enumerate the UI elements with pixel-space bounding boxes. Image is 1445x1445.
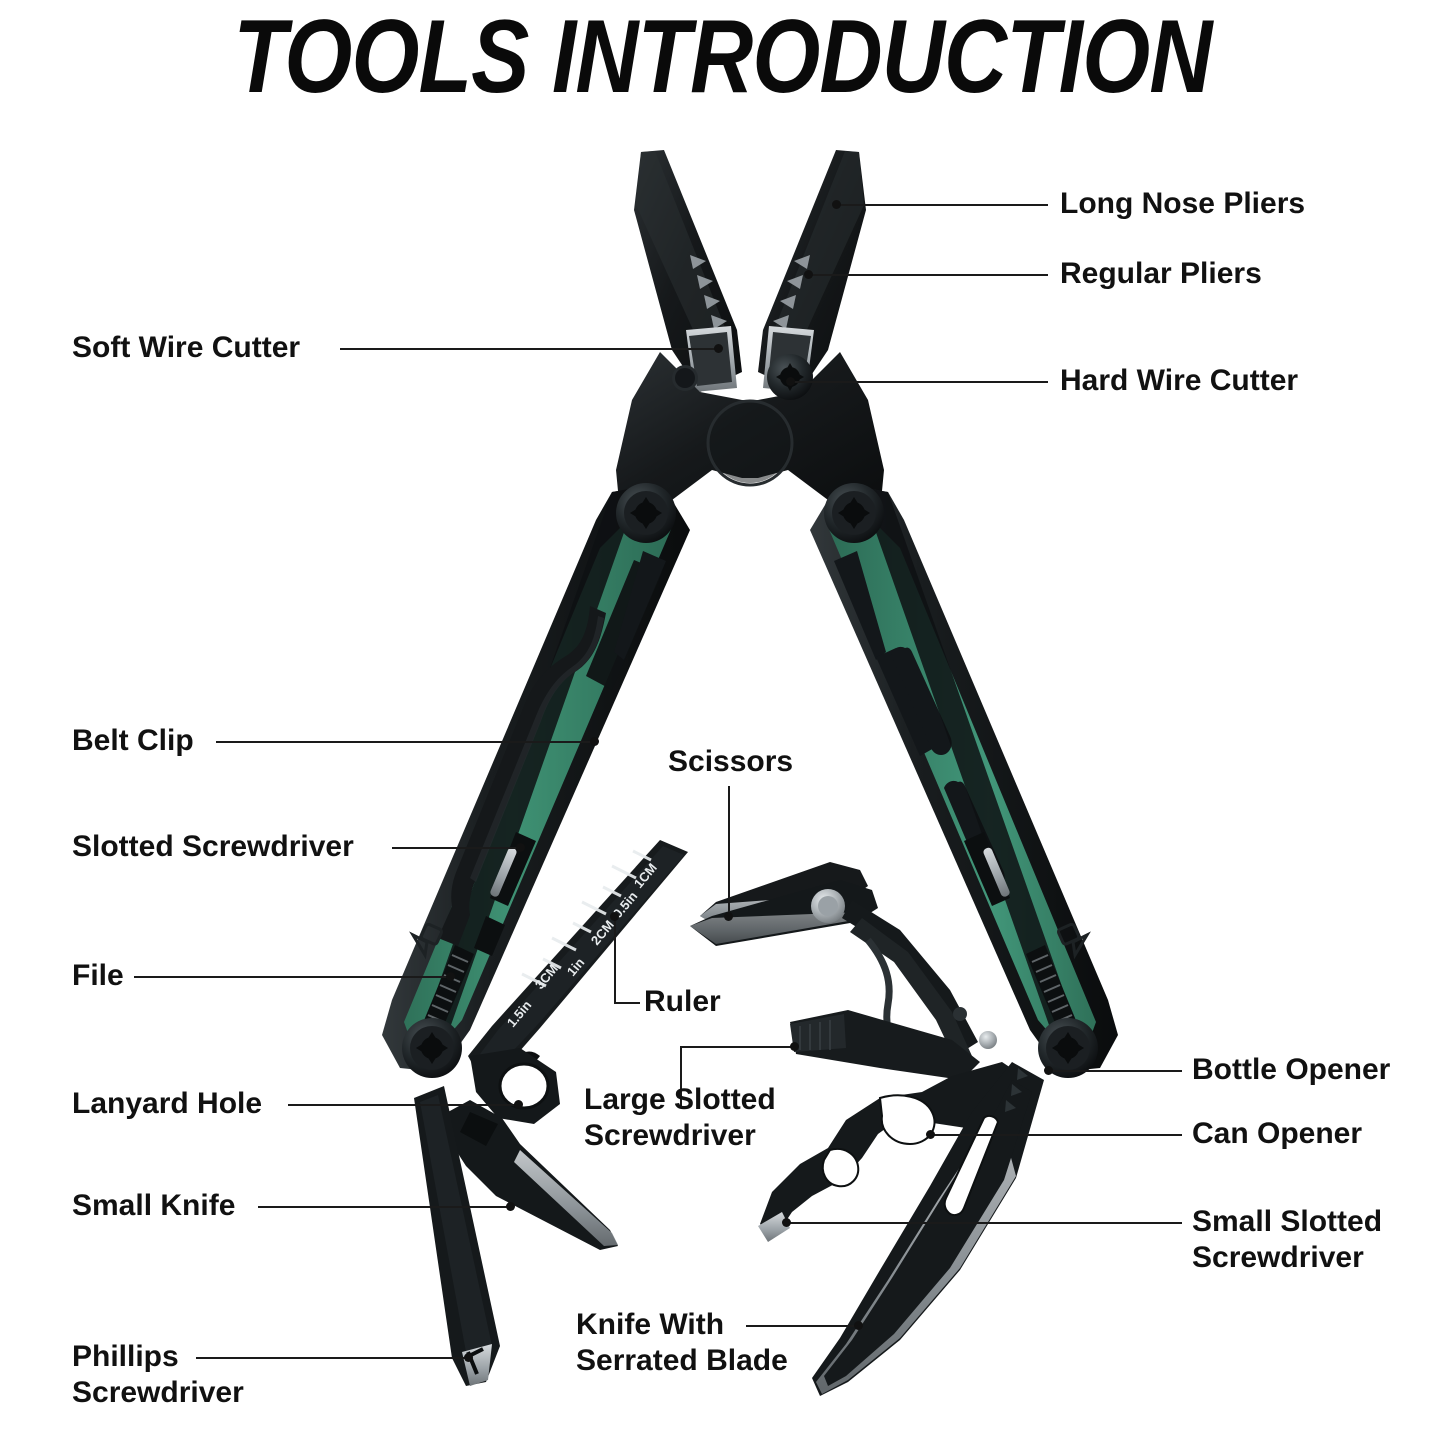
anchor-regular-pliers bbox=[804, 270, 813, 279]
label-bottle-opener: Bottle Opener bbox=[1192, 1053, 1391, 1086]
anchor-scissors bbox=[724, 912, 733, 921]
leader-serrated-knife bbox=[746, 1325, 858, 1327]
anchor-ruler bbox=[610, 912, 619, 921]
ruler-mark-2cm: 2CM bbox=[588, 917, 617, 948]
label-small-slotted-screwdriver: Small Slotted Screwdriver bbox=[1192, 1205, 1383, 1274]
label-ruler: Ruler bbox=[644, 985, 721, 1018]
label-file: File bbox=[72, 959, 124, 992]
leader-lanyard-hole bbox=[288, 1104, 518, 1106]
leader-small-slotted-screwdriver bbox=[786, 1222, 1182, 1224]
label-slotted-screwdriver: Slotted Screwdriver bbox=[72, 830, 354, 863]
anchor-phillips-screwdriver bbox=[464, 1353, 473, 1362]
right-handle bbox=[810, 483, 1118, 1078]
lanyard-hole bbox=[470, 1048, 560, 1124]
ruler-mark-1cm: 1CM bbox=[631, 860, 660, 891]
label-long-nose-pliers: Long Nose Pliers bbox=[1060, 187, 1306, 220]
ruler-mark-3cm: 3CM bbox=[532, 961, 561, 992]
leader-file bbox=[134, 976, 450, 978]
anchor-bottle-opener bbox=[1044, 1066, 1053, 1075]
label-can-opener: Can Opener bbox=[1192, 1117, 1363, 1150]
label-belt-clip: Belt Clip bbox=[72, 724, 194, 757]
label-lanyard-hole: Lanyard Hole bbox=[72, 1087, 263, 1120]
leader-can-opener bbox=[930, 1134, 1182, 1136]
leader-ruler-horizontal bbox=[614, 1002, 640, 1004]
anchor-soft-wire-cutter bbox=[714, 344, 723, 353]
ruler-mark-1in: 1in bbox=[564, 955, 588, 979]
leader-belt-clip bbox=[216, 741, 594, 743]
leader-phillips-screwdriver bbox=[196, 1357, 468, 1359]
label-phillips-screwdriver: Phillips Screwdriver bbox=[72, 1340, 244, 1409]
ruler-mark-15in: 1.5in bbox=[504, 998, 535, 1030]
left-plier-jaw bbox=[634, 150, 742, 392]
leader-long-nose-pliers bbox=[836, 204, 1048, 206]
label-regular-pliers: Regular Pliers bbox=[1060, 257, 1262, 290]
label-hard-wire-cutter: Hard Wire Cutter bbox=[1060, 364, 1299, 397]
anchor-hard-wire-cutter bbox=[786, 377, 795, 386]
label-scissors: Scissors bbox=[668, 745, 794, 778]
label-soft-wire-cutter: Soft Wire Cutter bbox=[72, 331, 301, 364]
anchor-slotted-screwdriver bbox=[516, 843, 525, 852]
leader-soft-wire-cutter bbox=[340, 348, 718, 350]
anchor-lanyard-hole bbox=[514, 1100, 523, 1109]
label-small-knife: Small Knife bbox=[72, 1189, 236, 1222]
leader-hard-wire-cutter bbox=[790, 381, 1048, 383]
label-knife-with-serrated-blade: Knife With Serrated Blade bbox=[576, 1308, 788, 1377]
leader-small-knife bbox=[258, 1206, 510, 1208]
ruler-screwdriver-blade: 1CM 0.5in 2CM 1in 3CM 1.5in bbox=[468, 840, 688, 1074]
anchor-file bbox=[446, 972, 455, 981]
anchor-large-slotted-screwdriver bbox=[790, 1042, 799, 1051]
anchor-can-opener bbox=[926, 1130, 935, 1139]
phillips-screwdriver bbox=[414, 1086, 500, 1386]
leader-ruler-vertical bbox=[614, 916, 616, 1004]
anchor-belt-clip bbox=[590, 737, 599, 746]
leader-bottle-opener bbox=[1048, 1070, 1182, 1072]
pivot-hardware bbox=[953, 1007, 997, 1049]
leader-regular-pliers bbox=[808, 274, 1048, 276]
plier-head-body bbox=[616, 352, 884, 512]
leader-scissors bbox=[728, 786, 730, 918]
can-opener-bottle-opener bbox=[758, 1062, 1020, 1242]
anchor-serrated-knife bbox=[854, 1321, 863, 1330]
anchor-small-slotted-screwdriver bbox=[782, 1218, 791, 1227]
leader-large-slotted-vertical bbox=[680, 1046, 682, 1108]
anchor-small-knife bbox=[506, 1202, 515, 1211]
large-slotted-screwdriver bbox=[790, 1010, 980, 1080]
page-title: TOOLS INTRODUCTION bbox=[233, 0, 1212, 115]
serrated-knife-blade bbox=[812, 1062, 1044, 1396]
leader-large-slotted-horizontal bbox=[680, 1046, 794, 1048]
label-large-slotted-screwdriver: Large Slotted Screwdriver bbox=[584, 1083, 776, 1152]
scissors bbox=[690, 862, 978, 1065]
anchor-long-nose-pliers bbox=[832, 200, 841, 209]
leader-slotted-screwdriver bbox=[392, 847, 520, 849]
